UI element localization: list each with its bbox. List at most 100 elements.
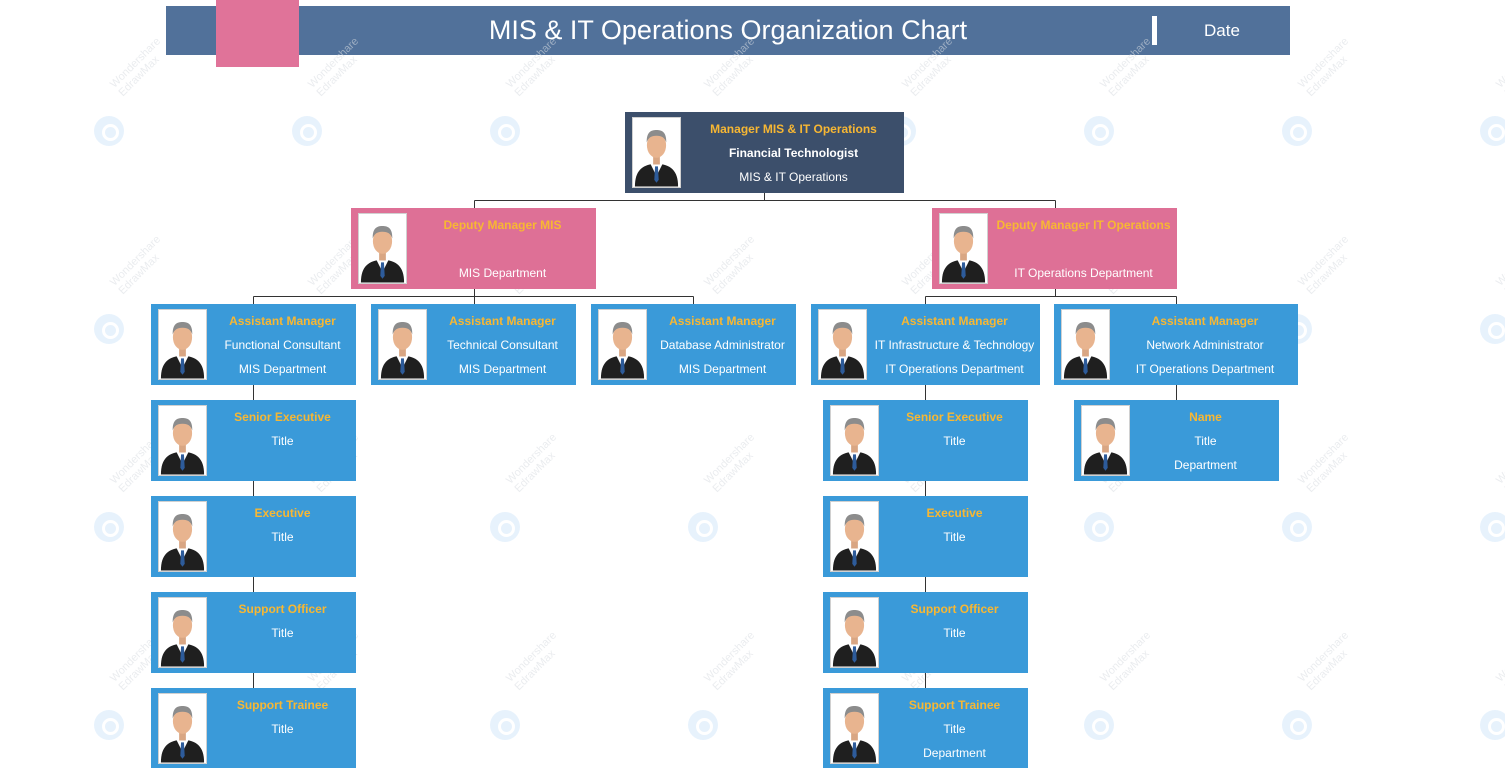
card-department: IT Operations Department xyxy=(1135,362,1275,376)
card-title xyxy=(990,241,1177,257)
edrawmax-logo-icon xyxy=(1282,116,1312,146)
person-avatar-icon xyxy=(632,117,681,188)
card-title: Title xyxy=(1194,434,1217,448)
card-name: Executive xyxy=(254,506,311,520)
card-department xyxy=(209,457,356,473)
person-avatar-icon xyxy=(378,309,427,380)
card-name: Manager MIS & IT Operations xyxy=(710,122,877,136)
card-department: MIS Department xyxy=(458,266,547,280)
card-name: Senior Executive xyxy=(906,410,1003,424)
card-title: Title xyxy=(271,626,294,640)
header-bar xyxy=(166,6,1290,55)
person-avatar-icon xyxy=(158,501,207,572)
card-name: Assistant Manager xyxy=(669,314,776,328)
person-avatar-icon xyxy=(818,309,867,380)
edrawmax-logo-icon xyxy=(1084,710,1114,740)
card-title: Title xyxy=(271,434,294,448)
card-title: IT Infrastructure & Technology xyxy=(874,338,1035,352)
edrawmax-logo-icon xyxy=(1480,314,1505,344)
connector-manager-to-deputies xyxy=(474,193,1056,208)
card-department: MIS & IT Operations xyxy=(739,170,848,184)
card-title xyxy=(409,241,596,257)
edrawmax-logo-icon xyxy=(688,512,718,542)
person-avatar-icon xyxy=(1081,405,1130,476)
card-name: Assistant Manager xyxy=(901,314,1008,328)
card-name: Senior Executive xyxy=(234,410,331,424)
card-department: MIS Department xyxy=(458,362,547,376)
person-avatar-icon xyxy=(158,405,207,476)
card-department: MIS Department xyxy=(238,362,327,376)
person-avatar-icon xyxy=(158,693,207,764)
card-name: Support Officer xyxy=(238,602,327,616)
card-title: Financial Technologist xyxy=(728,146,859,160)
card-department: Department xyxy=(1174,458,1237,472)
person-avatar-icon xyxy=(598,309,647,380)
header-divider xyxy=(1152,16,1157,45)
connector-deputy-it-to-assistants xyxy=(925,289,1177,304)
card-name: Support Officer xyxy=(910,602,999,616)
person-avatar-icon xyxy=(830,405,879,476)
card-title: Title xyxy=(943,626,966,640)
edrawmax-logo-icon xyxy=(1084,512,1114,542)
card-name: Name xyxy=(1189,410,1222,424)
card-department: IT Operations Department xyxy=(1014,266,1153,280)
card-name: Assistant Manager xyxy=(1151,314,1259,328)
card-assistant-manager-infrastructure[interactable]: Assistant Manager IT Infrastructure & Tec… xyxy=(811,304,1040,385)
edrawmax-logo-icon xyxy=(1084,116,1114,146)
card-department: Department xyxy=(923,746,986,760)
card-department xyxy=(881,457,1028,473)
card-name: Support Trainee xyxy=(908,698,1001,712)
card-department xyxy=(881,553,1028,569)
edrawmax-logo-icon xyxy=(490,512,520,542)
edrawmax-logo-icon xyxy=(94,512,124,542)
edrawmax-logo-icon xyxy=(1282,512,1312,542)
edrawmax-logo-icon xyxy=(94,116,124,146)
person-avatar-icon xyxy=(158,597,207,668)
